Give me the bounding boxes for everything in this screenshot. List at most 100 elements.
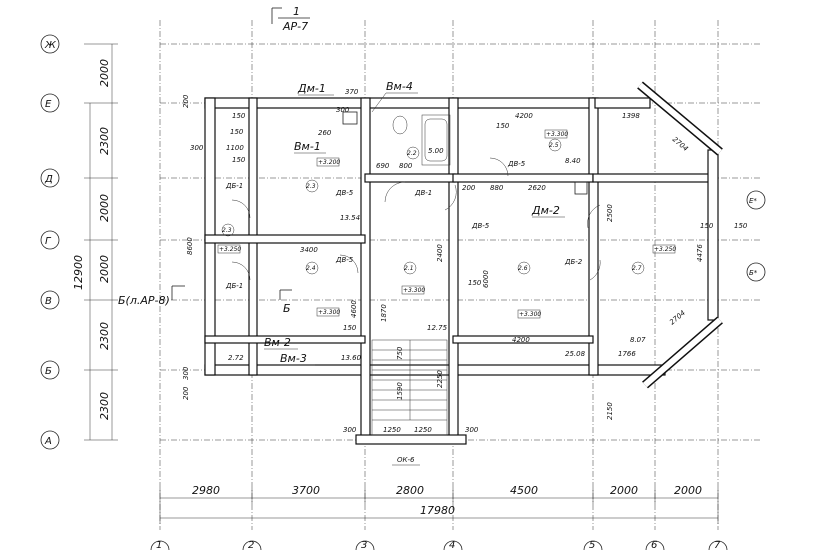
section-marker-left: Б(л.АР-8) Б: [118, 285, 292, 315]
small-dim: 150: [700, 222, 714, 230]
door-label: ДВ-5: [335, 189, 354, 197]
small-dim: 2150: [606, 402, 614, 420]
room-areas: 5.00 8.40 13.54 12.75 13.60 25.08 8.07 2…: [228, 147, 646, 362]
room-num: 2.4: [306, 265, 316, 272]
small-dim: 800: [399, 162, 413, 170]
label-dm2: Дм-2: [531, 204, 560, 217]
small-dim: 200: [182, 386, 190, 400]
room-num: 2.7: [632, 265, 642, 272]
small-dim: 150: [496, 122, 510, 130]
small-dim: 300: [190, 144, 204, 152]
door-label: ДВ-5: [507, 160, 526, 168]
small-dim: 370: [345, 88, 359, 96]
section-sheet: АР-7: [282, 20, 308, 33]
small-dim: 3400: [300, 246, 318, 254]
small-dim: 200: [182, 94, 190, 108]
small-dim: 300: [336, 106, 350, 114]
small-dim: 690: [376, 162, 390, 170]
level-marks: +3.200 +3.300 +3.250 +3.300 +3.300 +3.25…: [217, 129, 676, 319]
row-axis-label: В: [45, 296, 52, 307]
col-axis-label: 5: [589, 540, 595, 550]
area: 12.75: [427, 324, 448, 332]
level: +3.300: [546, 131, 568, 138]
room-num: 2.5: [549, 142, 559, 149]
left-dim: 2300: [98, 127, 111, 155]
total-height: 12900: [72, 255, 85, 290]
door-labels: ДБ-1 ДБ-1 ДВ-5 ДВ-5 ДВ-1 ДВ-5 ДВ-5 ДБ-2: [225, 160, 583, 290]
label-vm2: Вм-2: [264, 336, 291, 349]
small-dim: 2620: [528, 184, 546, 192]
room-tags: 2.3 2.2 2.5 2.4 2.1 2.6 2.7 2.3: [221, 138, 645, 275]
level: +3.250: [654, 246, 676, 253]
small-dim: 1766: [618, 350, 636, 358]
room-num: 2.1: [404, 265, 414, 272]
bottom-dim: 2980: [192, 484, 220, 497]
label-vm4: Вм-4: [386, 80, 413, 93]
small-dim: 1870: [380, 304, 388, 322]
small-dim: 300: [465, 426, 479, 434]
label-vm3: Вм-3: [280, 352, 307, 365]
column-axis-markers: 1 2 3 4 5 6 7: [150, 540, 728, 550]
label-vm1: Вм-1: [294, 140, 321, 153]
level: +3.250: [219, 246, 241, 253]
label-dm1: Дм-1: [297, 82, 326, 95]
small-dim: 880: [490, 184, 504, 192]
door-label: ДБ-1: [225, 182, 243, 190]
bathtub: [392, 114, 451, 166]
col-axis-label: 1: [156, 540, 162, 550]
col-axis-label: 2: [248, 540, 254, 550]
small-dim: 1250: [383, 426, 401, 434]
level: +3.300: [318, 309, 340, 316]
door-label: ДБ-2: [564, 258, 583, 266]
area: 8.40: [565, 157, 581, 165]
small-dim: 200: [462, 184, 476, 192]
section-num: 1: [293, 5, 300, 18]
small-dim: 2500: [606, 204, 614, 222]
small-dim: 2704: [668, 309, 687, 327]
door-label: ДВ-1: [414, 189, 432, 197]
col-axis-label: 7: [714, 540, 721, 550]
total-width: 17980: [420, 504, 455, 517]
row-axis-label: Е: [45, 99, 52, 110]
left-dimension-chain: 2000 2300 2000 2000 2300 2300 12900: [72, 43, 118, 441]
section-left-label: Б(л.АР-8): [118, 294, 170, 307]
left-dim: 2000: [98, 194, 111, 222]
col-axis-label: 3: [361, 540, 367, 550]
small-dim: 150: [468, 279, 482, 287]
row-axis-label: А: [44, 436, 52, 447]
small-dim: 4200: [512, 336, 530, 344]
area: 8.07: [630, 336, 646, 344]
stairs: [371, 339, 448, 436]
small-dim: 150: [232, 112, 246, 120]
level: +3.300: [519, 311, 541, 318]
door-label: ДВ-5: [335, 256, 354, 264]
bottom-dim: 4500: [510, 484, 538, 497]
label-ok6: ОК-6: [397, 456, 415, 464]
bottom-dim: 3700: [292, 484, 320, 497]
bottom-dim: 2000: [674, 484, 702, 497]
small-dim: 2400: [436, 244, 444, 262]
small-dim: 1398: [622, 112, 640, 120]
left-dim: 2000: [98, 255, 111, 283]
area: 13.54: [340, 214, 360, 222]
small-dim: 260: [318, 129, 332, 137]
room-num: 2.6: [518, 265, 528, 272]
small-dimensions: 370 300 260 1100 150 150 690 800 4200 13…: [182, 88, 748, 434]
extra-axes: Е* Б*: [746, 190, 766, 282]
bottom-dim: 2800: [396, 484, 424, 497]
small-dim: 4476: [696, 244, 704, 262]
small-dim: 300: [182, 366, 190, 380]
element-labels: Дм-1 Вм-4 Вм-1 Дм-2 Вм-2 Вм-3 ОК-6: [264, 80, 588, 466]
door-label: ДБ-1: [225, 282, 243, 290]
small-dim: 150: [734, 222, 748, 230]
row-axis-label: Б: [45, 366, 52, 377]
room-num: 2.3: [222, 227, 232, 234]
row-axis-label: Г: [45, 236, 52, 247]
room-num: 2.2: [407, 150, 417, 157]
left-dim: 2300: [98, 392, 111, 420]
bottom-dim: 2000: [610, 484, 638, 497]
row-axis-label: Ж: [44, 40, 57, 51]
row-axis-markers: Ж Е Д Г В Б А: [40, 34, 60, 450]
extra-axis: Е*: [749, 197, 757, 205]
